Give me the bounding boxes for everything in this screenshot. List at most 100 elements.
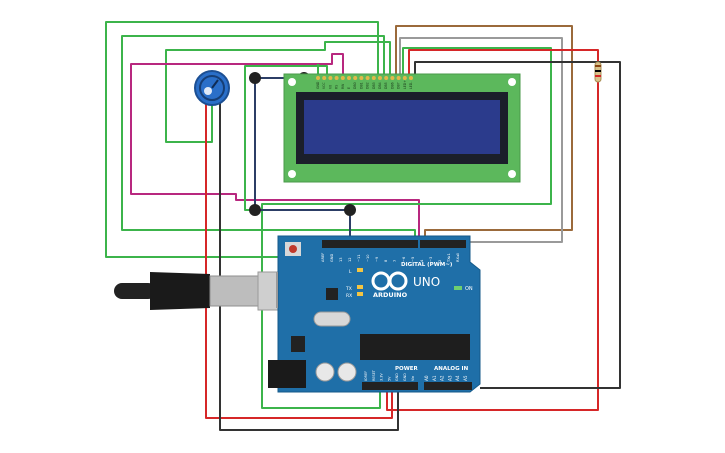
arduino-power-pin-label: GND: [395, 373, 399, 381]
lcd-pin[interactable]: [322, 76, 327, 80]
lcd-pin-label: RS: [335, 85, 339, 89]
lcd-pin[interactable]: [371, 76, 376, 80]
junction-dot[interactable]: [249, 204, 261, 216]
tx-label: TX: [345, 286, 352, 292]
arduino-top-pin-label: ~5: [411, 257, 415, 262]
arduino-uno-board[interactable]: [268, 235, 481, 393]
lcd-pin-label: VCC: [322, 82, 326, 89]
lcd-pin[interactable]: [365, 76, 370, 80]
lcd-pin[interactable]: [378, 76, 382, 80]
header-analog: [424, 382, 472, 390]
arduino-analog-pin-label: A4: [455, 375, 460, 381]
lcd-pin[interactable]: [353, 76, 358, 80]
arduino-top-pin-label: 7: [393, 260, 397, 262]
wire-green-right[interactable]: [261, 47, 552, 409]
arduino-top-pin-label: TX▸1: [447, 253, 451, 263]
lcd-pin-label: DB4: [378, 82, 382, 89]
arduino-analog-pin-label: A0: [424, 375, 429, 381]
wire-green-third[interactable]: [165, 41, 391, 143]
arduino-analog-pin-label: A1: [432, 375, 437, 381]
lcd-pin[interactable]: [347, 76, 351, 80]
lcd-pin-label: DB2: [366, 82, 370, 89]
lcd-pin-label: V0: [328, 85, 332, 89]
rx-label: RX: [346, 293, 352, 299]
wire-black-pot[interactable]: [219, 102, 399, 431]
regulator: [291, 336, 305, 352]
lcd-mount-hole: [508, 78, 516, 86]
arduino-top-pin-label: RX◂0: [456, 252, 460, 262]
usb-socket: [276, 272, 278, 308]
l-label: L: [349, 269, 352, 275]
lcd-pin-label: DB3: [372, 82, 376, 89]
arduino-top-pin-label: 8: [384, 259, 388, 262]
lcd-pin[interactable]: [409, 76, 413, 80]
lcd-pin[interactable]: [316, 76, 320, 80]
lcd-pin[interactable]: [334, 76, 339, 80]
potentiometer-knob-icon[interactable]: [194, 70, 230, 106]
analog-label: ANALOG IN: [434, 366, 469, 372]
wire-magenta[interactable]: [130, 53, 420, 246]
lcd-pin-label: LED+: [403, 80, 407, 89]
header-digital-left: [322, 240, 418, 248]
usb-chip: [326, 288, 338, 300]
power-jack: [268, 360, 306, 388]
arduino-analog-pin-label: A3: [447, 375, 452, 381]
arduino-top-pin-label: 13: [339, 257, 343, 262]
lcd-pin[interactable]: [340, 76, 345, 80]
arduino-top-pin-label: 12: [348, 257, 352, 262]
wire-green-inner[interactable]: [244, 65, 328, 211]
lcd-pin-label: DB1: [359, 82, 363, 89]
lcd-pin[interactable]: [328, 76, 333, 80]
wire-red-top[interactable]: [386, 49, 599, 411]
junction-dot[interactable]: [249, 72, 261, 84]
junction-dot[interactable]: [344, 204, 356, 216]
atmega-chip: [360, 334, 470, 360]
digital-label: DIGITAL (PWM~): [401, 262, 453, 268]
arduino-power-pin-label: GND: [403, 373, 407, 381]
lcd-mount-hole: [288, 78, 296, 86]
header-digital-right: [420, 240, 466, 248]
arduino-power-pin-label: RESET: [372, 369, 376, 381]
lcd-pin[interactable]: [384, 76, 389, 80]
resistor-icon[interactable]: [594, 61, 602, 83]
lcd-pin-label: DB7: [397, 82, 401, 89]
arduino-model: UNO: [413, 275, 440, 289]
arduino-brand: ARDUINO: [373, 291, 408, 299]
arduino-analog-pin-label: A2: [440, 375, 445, 381]
power-label: POWER: [395, 366, 419, 372]
arduino-power-pin-label: 5V: [387, 376, 391, 381]
arduino-power-pin-label: IOREF: [364, 371, 368, 381]
header-power: [362, 382, 418, 390]
lcd-pin[interactable]: [396, 76, 401, 80]
on-label: ON: [465, 286, 473, 292]
arduino-top-pin-label: ~6: [402, 256, 406, 262]
lcd-pin[interactable]: [402, 76, 407, 80]
lcd-pin-label: DB6: [390, 82, 394, 89]
lcd-pin-label: E: [347, 87, 351, 89]
wire-red-pot[interactable]: [205, 102, 393, 419]
arduino-top-pin-label: 4: [420, 259, 424, 262]
lcd-pin-label: DB5: [384, 82, 388, 89]
wires-group: [105, 21, 621, 431]
arduino-top-pin-label: ~9: [375, 256, 379, 262]
led-on: [454, 286, 462, 290]
arduino-top-pin-label: GND: [330, 254, 334, 262]
crystal: [313, 311, 351, 327]
lcd-pin-label: RW: [341, 83, 345, 89]
arduino-top-pin-label: ~11: [357, 254, 361, 262]
wire-black-top[interactable]: [414, 61, 621, 389]
lcd-pin-label: DB0: [353, 82, 357, 89]
usb-b-cable-icon: [114, 271, 279, 311]
reset-button-cap[interactable]: [289, 245, 297, 253]
led-l: [357, 268, 363, 272]
lcd-mount-hole: [508, 170, 516, 178]
lcd-pin[interactable]: [390, 76, 395, 80]
lcd-pin[interactable]: [359, 76, 364, 80]
wire-brown[interactable]: [395, 25, 573, 246]
